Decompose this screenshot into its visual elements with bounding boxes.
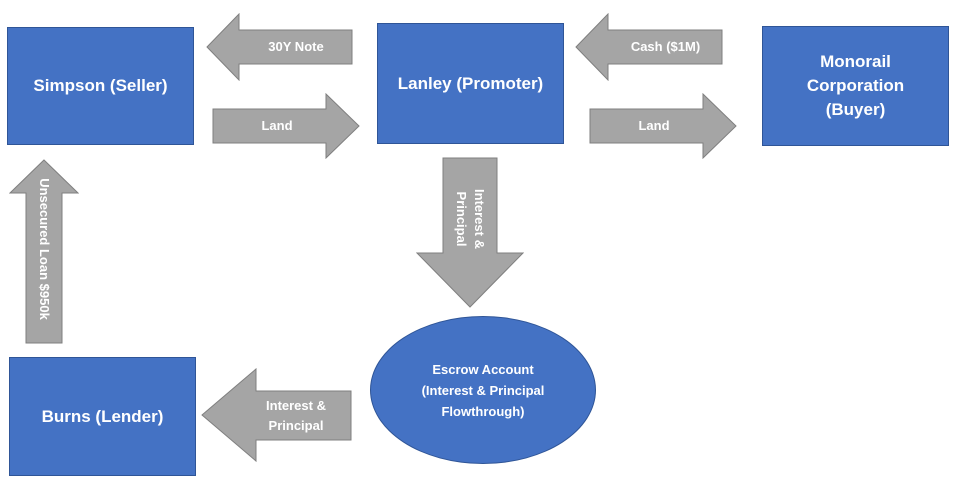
arrow-unsecured-loan: Unsecured Loan $950k: [9, 159, 79, 345]
monorail-buyer-box: Monorail Corporation (Buyer): [762, 26, 949, 146]
arrow-interest-principal-down-label: Interest & Principal: [452, 189, 488, 249]
left-arrow-icon: [206, 13, 353, 81]
simpson-label: Simpson (Seller): [33, 76, 168, 95]
simpson-seller-box: Simpson (Seller): [7, 27, 194, 145]
escrow-account-ellipse: Escrow Account (Interest & Principal Flo…: [370, 316, 596, 464]
right-arrow-icon: [212, 93, 360, 159]
left-arrow-label-line-2: Principal: [268, 417, 324, 433]
arrow-land-to-monorail: Land: [589, 93, 737, 159]
arrow-land-to-lanley-label: Land: [261, 118, 293, 133]
down-arrow-label-line-1: Interest &: [472, 189, 487, 249]
arrow-cash-1m: Cash ($1M): [575, 13, 724, 81]
escrow-label-line-1: Escrow Account: [432, 361, 534, 377]
lanley-promoter-box: Lanley (Promoter): [377, 23, 564, 144]
arrow-cash-1m-label: Cash ($1M): [630, 39, 701, 54]
down-arrow-icon: [416, 157, 524, 308]
up-arrow-icon: [9, 159, 79, 344]
lanley-label: Lanley (Promoter): [397, 73, 544, 93]
arrow-land-to-monorail-label: Land: [638, 118, 670, 133]
arrow-interest-principal-left: Interest & Principal: [201, 368, 353, 463]
down-arrow-label-line-2: Principal: [454, 191, 469, 247]
monorail-label: Monorail Corporation (Buyer): [806, 52, 905, 119]
left-arrow-icon: [201, 368, 352, 463]
arrow-land-to-lanley: Land: [212, 93, 360, 159]
burns-label: Burns (Lender): [41, 406, 164, 426]
left-arrow-label-line-1: Interest &: [266, 397, 326, 413]
escrow-label-line-3: Flowthrough): [441, 403, 525, 419]
left-arrow-icon: [575, 13, 723, 81]
burns-lender-box: Burns (Lender): [9, 357, 196, 476]
escrow-label-line-2: (Interest & Principal: [421, 382, 545, 398]
arrow-interest-principal-left-label: Interest & Principal: [241, 391, 351, 440]
arrow-30y-note-label: 30Y Note: [268, 39, 324, 54]
arrow-30y-note: 30Y Note: [206, 13, 354, 81]
arrow-unsecured-loan-label: Unsecured Loan $950k: [37, 178, 52, 320]
arrow-interest-principal-down: Interest & Principal: [416, 157, 524, 309]
right-arrow-icon: [589, 93, 737, 159]
